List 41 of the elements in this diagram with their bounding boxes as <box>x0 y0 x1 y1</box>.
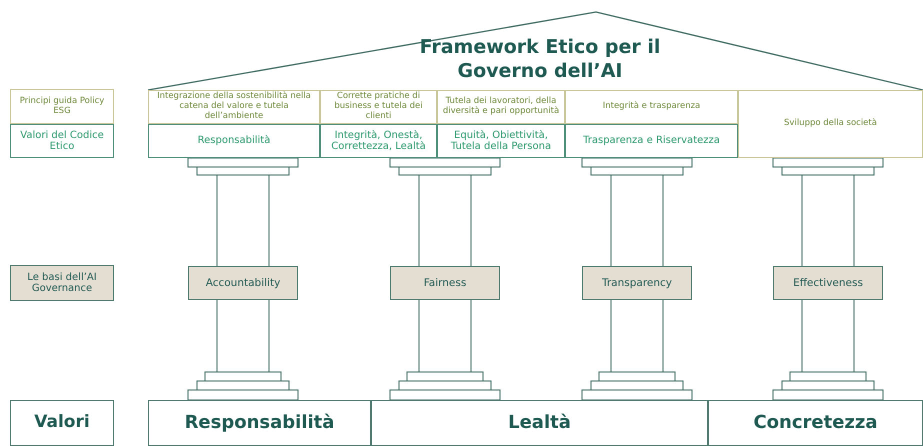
pillar-label-box <box>773 266 883 300</box>
principle-text: Principi guida Policy ESG <box>18 96 106 116</box>
principle-text: Integrità e trasparenza <box>602 102 700 112</box>
principle-text: Integrazione della sostenibilità nella catena del valore e tutela dell’ambiente <box>156 92 312 122</box>
value-text: Equità, Obiettività, Tutela della Persona <box>450 130 552 152</box>
principle-cell <box>565 90 738 124</box>
value-text: Responsabilità <box>198 135 270 147</box>
principle-cell <box>10 89 114 124</box>
foundation-text: Concretezza <box>753 412 878 434</box>
pillar-label-text: Fairness <box>424 276 466 290</box>
foundation-cell <box>148 400 371 446</box>
pillar-label-box <box>188 266 298 300</box>
value-text: Trasparenza e Riservatezza <box>583 135 720 147</box>
diagram-title: Framework Etico per il Governo dell’AI <box>418 36 662 84</box>
foundation-text: Valori <box>34 413 90 433</box>
pillar-label-text: Transparency <box>602 276 672 290</box>
value-cell <box>320 124 437 158</box>
value-cell <box>148 124 320 158</box>
foundation-text: Responsabilità <box>184 412 334 434</box>
value-text: Integrità, Onestà, Correttezza, Lealtà <box>330 130 427 152</box>
principle-text: Corrette pratiche di business e tutela dei clienti <box>333 92 424 122</box>
value-cell <box>437 124 565 158</box>
principle-cell <box>148 90 320 124</box>
pillar-label-box <box>582 266 692 300</box>
principle-text: Tutela dei lavoratori, della diversità e pari opportunità <box>442 97 560 117</box>
pillar-label-text: Accountability <box>206 276 280 290</box>
value-cell <box>565 124 738 158</box>
principle-cell <box>320 90 437 124</box>
value-text: Valori del Codice Etico <box>19 130 105 152</box>
foundation-cell <box>371 400 708 446</box>
principle-cell <box>738 90 923 158</box>
foundation-text: Lealtà <box>508 412 571 434</box>
value-cell <box>10 124 114 158</box>
foundation-cell <box>10 400 114 446</box>
principle-text: Sviluppo della società <box>784 119 877 129</box>
row-label-text: Le basi dell’AI Governance <box>26 272 98 294</box>
pillar-label-text: Effectiveness <box>793 276 863 290</box>
foundation-cell <box>708 400 923 446</box>
principle-cell <box>437 90 565 124</box>
pillar-label-box <box>390 266 500 300</box>
row-label-box <box>10 265 114 301</box>
